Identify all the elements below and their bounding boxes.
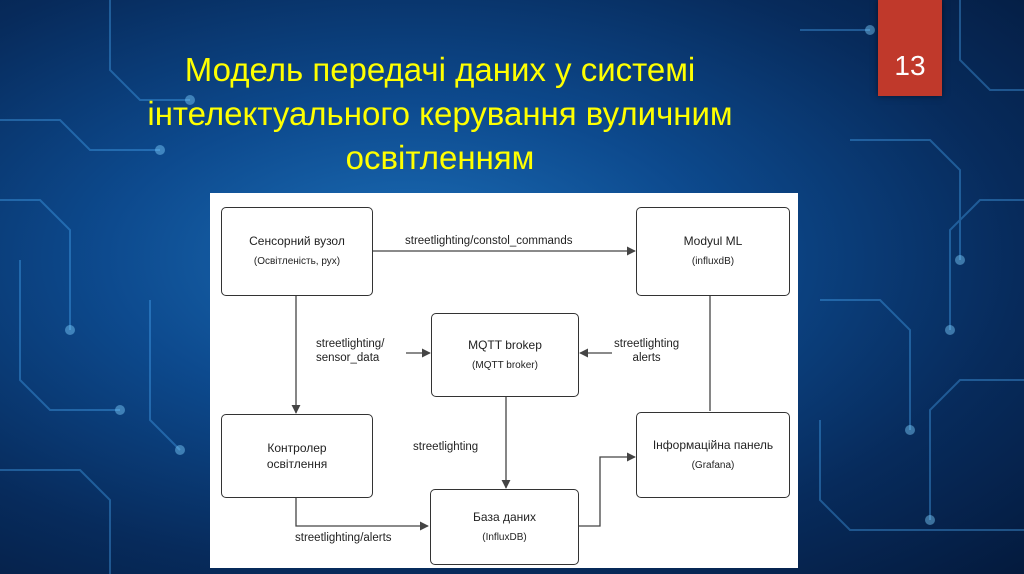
edge-db-to-dashboard: [579, 452, 636, 527]
node-sensor: Сенсорний вузол (Освітленість, рух): [221, 207, 373, 296]
node-mqtt-title: MQTT brokep: [468, 337, 542, 352]
node-controller-title: Контролер освітлення: [266, 441, 328, 471]
node-ml-subtitle: (influxdB): [691, 256, 735, 267]
node-ml-title: Modyul ML: [683, 234, 743, 248]
node-controller: Контролер освітлення: [221, 414, 373, 498]
title-line-1: Модель передачі даних у системі: [184, 51, 696, 88]
node-mqtt-subtitle: (MQTT broker): [472, 359, 538, 371]
page-number-badge: [878, 0, 942, 96]
node-sensor-title: Сенсорний вузол: [249, 234, 345, 248]
edge-controller-to-db: [295, 498, 429, 531]
edge-label-alerts-bottom: streetlighting/alerts: [295, 532, 392, 544]
edge-label-controller-db: streetlighting: [413, 441, 479, 453]
node-dashboard-title: Інформаційна панель: [652, 437, 774, 452]
node-db-title: База даних: [473, 509, 536, 524]
title-line-3: освітленням: [345, 139, 535, 176]
node-dashboard-subtitle: (Grafana): [691, 459, 735, 471]
title-line-2: інтелектуального керування вуличним: [147, 95, 733, 132]
edge-label-control-commands: streetlighting/constol_commands: [405, 235, 573, 247]
node-ml: Modyul ML (influxdB): [636, 207, 790, 296]
node-db-subtitle: (InfluxDB): [482, 531, 527, 543]
slide-title: Модель передачі даних у системі інтелект…: [60, 48, 820, 180]
page-number: 13: [894, 50, 926, 81]
edge-label-alerts-right: streetlighting alerts: [614, 338, 680, 364]
edge-label-sensor-data: streetlighting/ sensor_data: [316, 338, 385, 364]
node-db: База даних (InfluxDB): [430, 489, 579, 565]
node-dashboard: Інформаційна панель (Grafana): [636, 412, 790, 498]
data-flow-diagram: Сенсорний вузол (Освітленість, рух) Mody…: [210, 193, 798, 568]
node-sensor-subtitle: (Освітленість, рух): [253, 256, 341, 267]
node-mqtt: MQTT brokep (MQTT broker): [431, 313, 579, 397]
diagram-edges: [291, 246, 711, 531]
